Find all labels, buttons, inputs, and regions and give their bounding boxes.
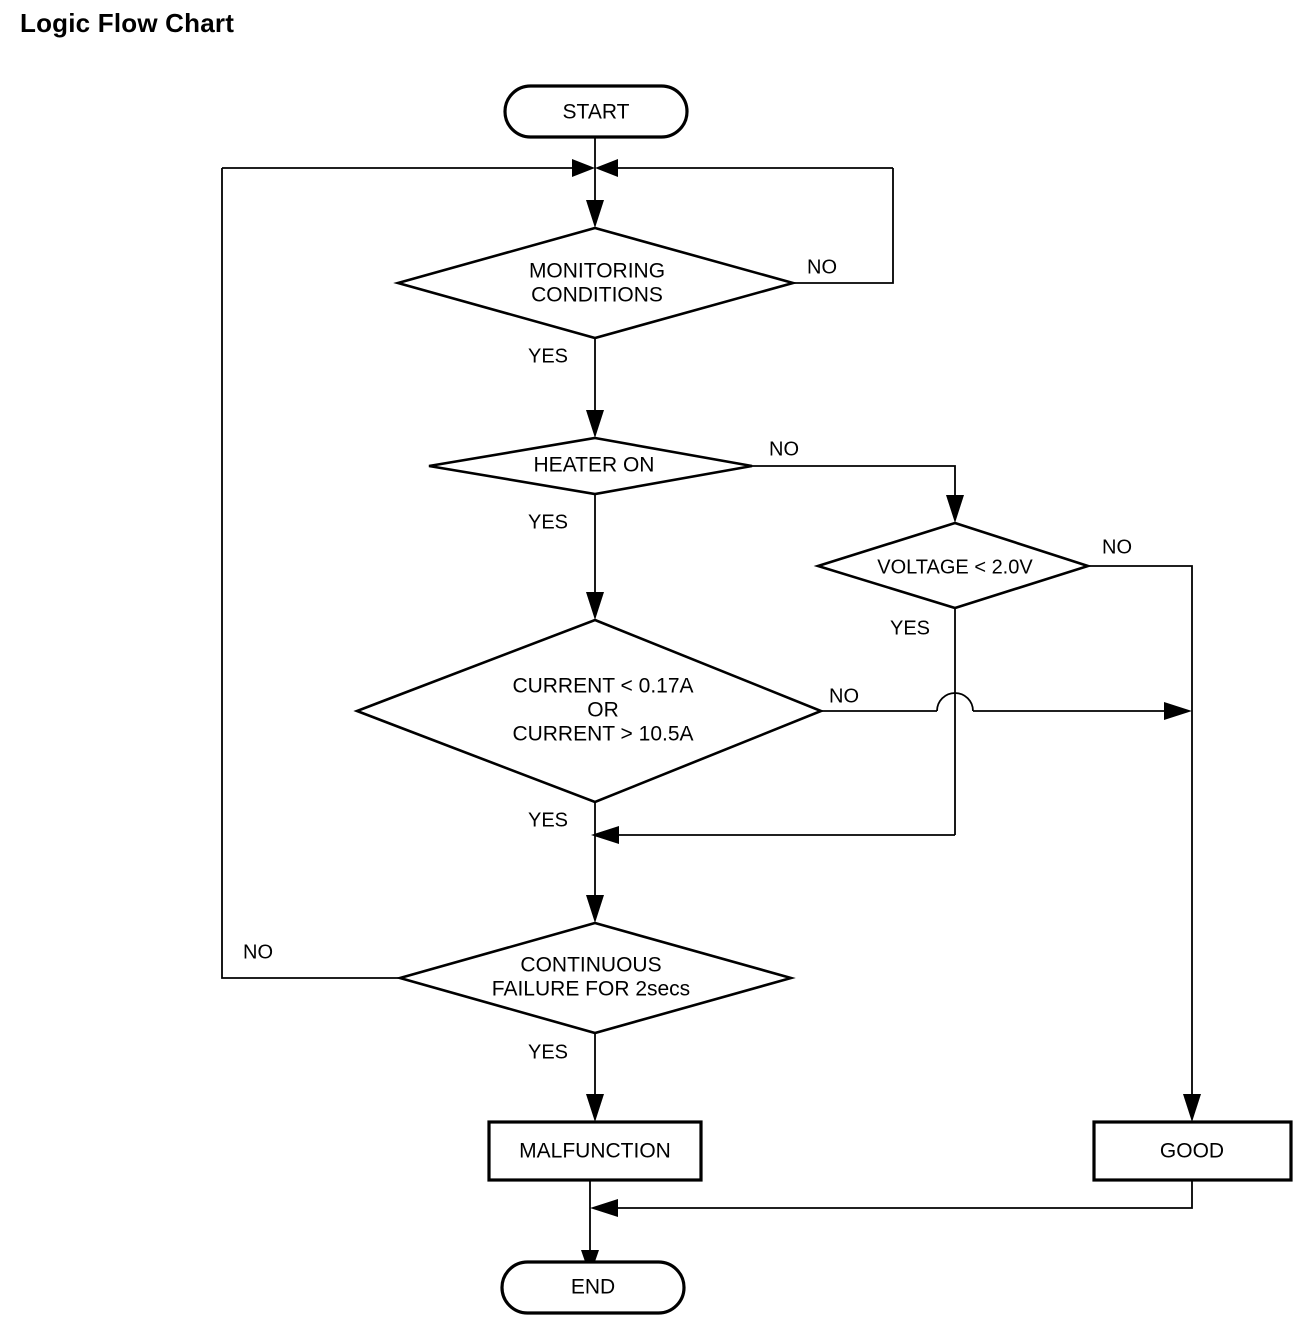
edge-label-voltage-yes: YES xyxy=(890,617,930,639)
arrow-head-into-monitoring xyxy=(586,200,604,228)
arrow-head-return-left xyxy=(572,159,595,177)
decision-current-label-line1: CURRENT < 0.17A xyxy=(512,675,693,698)
arrow-head-into-current xyxy=(586,592,604,620)
terminator-start xyxy=(503,84,689,139)
edge-label-heater-yes: YES xyxy=(528,511,568,533)
decision-monitoring-label-line2: CONDITIONS xyxy=(531,284,663,307)
edge-heater-no xyxy=(752,465,956,500)
process-good xyxy=(1092,1120,1293,1182)
arrow-head-into-good xyxy=(1183,1094,1201,1122)
terminator-end xyxy=(500,1260,686,1315)
process-good-label: GOOD xyxy=(1160,1140,1224,1163)
arrow-head-voltage-yes-join xyxy=(591,826,619,844)
process-malfunction-label: MALFUNCTION xyxy=(519,1140,671,1163)
decision-continuous-label-line2: FAILURE FOR 2secs xyxy=(492,978,690,1001)
decision-continuous-label-line1: CONTINUOUS xyxy=(520,954,661,977)
process-malfunction xyxy=(487,1120,703,1182)
edge-label-monitoring-no: NO xyxy=(807,256,837,278)
decision-current-label-line2: OR xyxy=(587,699,619,722)
edge-current-no-hop xyxy=(936,692,974,712)
decision-monitoring-label-line1: MONITORING xyxy=(529,260,665,283)
arrow-head-into-continuous xyxy=(586,895,604,923)
decision-voltage-label: VOLTAGE < 2.0V xyxy=(877,556,1033,578)
edge-label-voltage-no: NO xyxy=(1102,536,1132,558)
arrow-head-good-join xyxy=(590,1199,618,1217)
edge-label-current-no: NO xyxy=(829,685,859,707)
terminator-start-label: START xyxy=(563,101,630,124)
arrow-head-into-voltage xyxy=(946,495,964,523)
arrow-head-current-no xyxy=(1164,702,1192,720)
edge-continuous-no xyxy=(221,168,400,979)
edge-voltage-no xyxy=(1088,565,1193,1098)
edge-label-continuous-no: NO xyxy=(243,941,273,963)
page-title: Logic Flow Chart xyxy=(20,8,235,38)
edge-monitoring-no xyxy=(793,168,894,284)
arrow-head-return-right xyxy=(595,159,618,177)
terminator-end-label: END xyxy=(571,1276,615,1299)
arrow-head-into-heater xyxy=(586,410,604,438)
edge-label-heater-no: NO xyxy=(769,438,799,460)
arrow-head-into-malfunction xyxy=(586,1094,604,1122)
edge-label-current-yes: YES xyxy=(528,809,568,831)
edge-label-monitoring-yes: YES xyxy=(528,345,568,367)
edge-good-to-end xyxy=(604,1180,1193,1209)
edge-label-continuous-yes: YES xyxy=(528,1041,568,1063)
decision-heater-label: HEATER ON xyxy=(534,454,655,477)
decision-current-label-line3: CURRENT > 10.5A xyxy=(512,723,693,746)
